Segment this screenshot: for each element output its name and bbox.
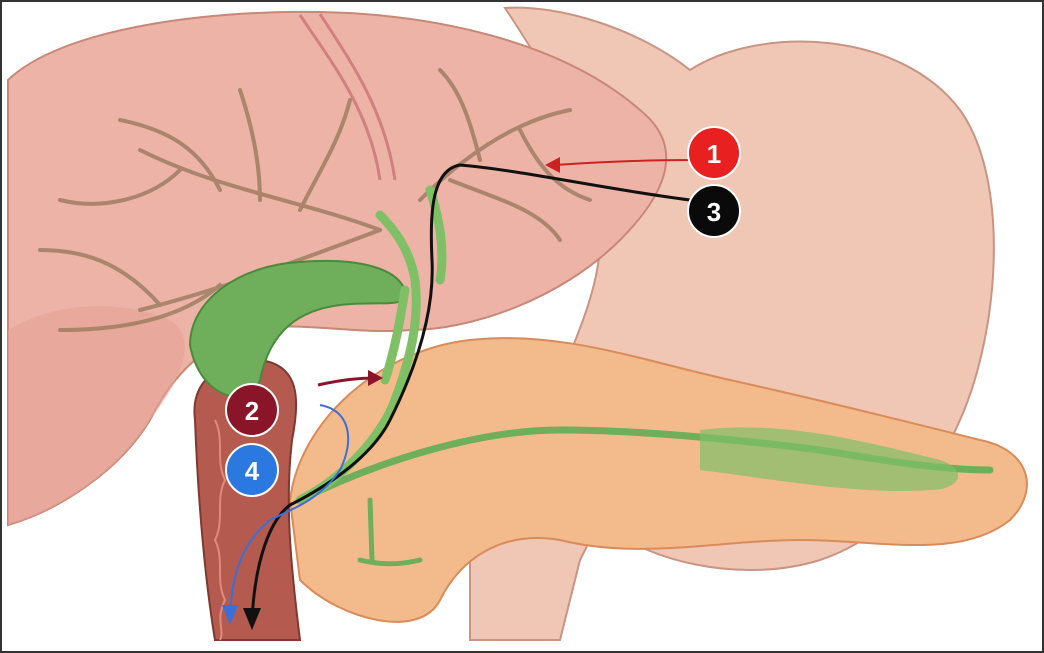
- marker-2: 2: [226, 384, 278, 436]
- marker-2-label: 2: [245, 396, 259, 426]
- marker-1: 1: [688, 127, 740, 179]
- marker-3-label: 3: [707, 197, 721, 227]
- marker-3: 3: [688, 185, 740, 237]
- marker-4-label: 4: [245, 456, 260, 486]
- marker-1-label: 1: [707, 139, 721, 169]
- marker-4: 4: [226, 444, 278, 496]
